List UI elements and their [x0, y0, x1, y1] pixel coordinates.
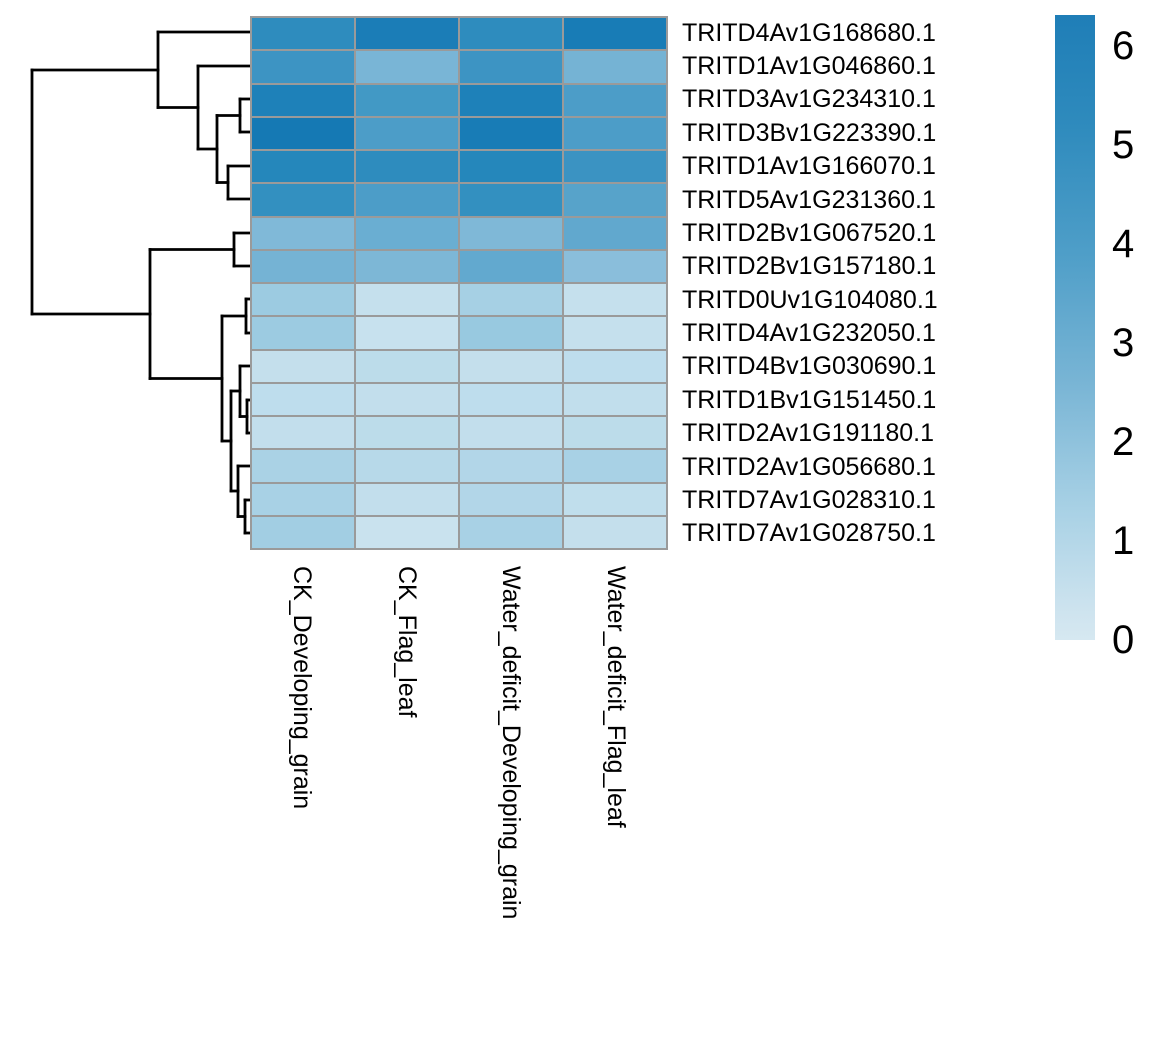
heatmap-cell	[356, 117, 458, 149]
row-label: TRITD3Av1G234310.1	[682, 85, 936, 114]
heatmap-cell	[564, 250, 666, 282]
heatmap-cell	[460, 84, 562, 116]
heatmap-cell	[356, 417, 458, 449]
row-label: TRITD3Bv1G223390.1	[682, 118, 937, 147]
column-label: Water_deficit_Developing_grain	[497, 566, 526, 920]
heatmap-cell	[356, 84, 458, 116]
heatmap-cell	[252, 250, 354, 282]
heatmap-cell	[564, 84, 666, 116]
row-label: TRITD4Bv1G030690.1	[682, 352, 937, 381]
heatmap-cell	[564, 417, 666, 449]
row-label: TRITD2Av1G056680.1	[682, 452, 936, 481]
heatmap-cell	[252, 117, 354, 149]
legend-tick-label: 5	[1112, 122, 1135, 167]
heatmap-cell	[356, 450, 458, 482]
heatmap-cell	[356, 350, 458, 382]
heatmap-cell	[564, 117, 666, 149]
heatmap-cell	[252, 317, 354, 349]
heatmap-cell	[356, 250, 458, 282]
heatmap-cell	[564, 284, 666, 316]
heatmap-cell	[460, 250, 562, 282]
heatmap-cell	[252, 417, 354, 449]
row-label: TRITD1Av1G166070.1	[682, 152, 936, 181]
column-label: CK_Flag_leaf	[392, 566, 421, 718]
heatmap-cell	[564, 184, 666, 216]
heatmap-cell	[252, 151, 354, 183]
heatmap-cell	[356, 51, 458, 83]
heatmap-cell	[460, 417, 562, 449]
legend-tick-label: 0	[1112, 618, 1135, 662]
heatmap-cell	[460, 483, 562, 515]
heatmap-cell	[564, 317, 666, 349]
heatmap-cell	[564, 217, 666, 249]
heatmap-cell	[460, 18, 562, 50]
column-label: Water_deficit_Flag_leaf	[601, 566, 630, 828]
heatmap-cell	[356, 184, 458, 216]
legend-tick-label: 6	[1112, 23, 1135, 68]
row-dendrogram	[30, 30, 253, 535]
heatmap-cell	[460, 51, 562, 83]
row-label: TRITD2Bv1G067520.1	[682, 218, 937, 247]
heatmap-cell	[564, 516, 666, 548]
row-label: TRITD4Av1G232050.1	[682, 319, 936, 348]
legend-tick-label: 1	[1112, 518, 1135, 563]
heatmap-cell	[356, 317, 458, 349]
row-label: TRITD5Av1G231360.1	[682, 185, 936, 214]
heatmap-cell	[460, 284, 562, 316]
legend-gradient-bar	[1055, 15, 1095, 640]
heatmap-cell	[460, 516, 562, 548]
heatmap-cell	[356, 284, 458, 316]
legend-tick-label: 2	[1112, 419, 1135, 464]
heatmap-cell	[564, 483, 666, 515]
heatmap-cell	[564, 383, 666, 415]
heatmap-cell	[252, 350, 354, 382]
row-label: TRITD1Bv1G151450.1	[682, 385, 937, 414]
row-label: TRITD7Av1G028750.1	[682, 519, 936, 548]
heatmap-cell	[356, 217, 458, 249]
heatmap-cell	[460, 217, 562, 249]
heatmap-cell	[356, 483, 458, 515]
heatmap-cell	[460, 383, 562, 415]
heatmap-cell	[252, 84, 354, 116]
row-label: TRITD0Uv1G104080.1	[682, 285, 938, 314]
row-label: TRITD7Av1G028310.1	[682, 485, 936, 514]
heatmap-cell	[252, 516, 354, 548]
heatmap-cell	[564, 350, 666, 382]
legend-tick-label: 4	[1112, 221, 1135, 266]
heatmap-cell	[564, 51, 666, 83]
heatmap-cell	[564, 450, 666, 482]
heatmap-cell	[564, 18, 666, 50]
legend-tick-label: 3	[1112, 320, 1135, 365]
heatmap-cell	[252, 383, 354, 415]
heatmap-cell	[252, 284, 354, 316]
heatmap-cell	[356, 18, 458, 50]
heatmap-cell	[356, 516, 458, 548]
heatmap-cell	[252, 184, 354, 216]
heatmap-cell	[356, 151, 458, 183]
row-label: TRITD2Av1G191180.1	[682, 419, 934, 448]
heatmap-cell	[252, 450, 354, 482]
row-label: TRITD4Av1G168680.1	[682, 18, 936, 47]
heatmap-cell	[252, 18, 354, 50]
heatmap-cell	[564, 151, 666, 183]
heatmap-cell	[356, 383, 458, 415]
heatmap-cell	[460, 450, 562, 482]
row-label: TRITD2Bv1G157180.1	[682, 252, 937, 281]
row-label: TRITD1Av1G046860.1	[682, 52, 936, 81]
heatmap-cell	[252, 483, 354, 515]
heatmap-cell	[460, 317, 562, 349]
heatmap-cell	[460, 117, 562, 149]
heatmap-cell	[460, 350, 562, 382]
heatmap-cell	[460, 184, 562, 216]
column-label: CK_Developing_grain	[288, 566, 317, 810]
heatmap-cell	[252, 51, 354, 83]
heatmap-cell	[252, 217, 354, 249]
heatmap-cell	[460, 151, 562, 183]
heatmap-grid	[250, 16, 668, 550]
